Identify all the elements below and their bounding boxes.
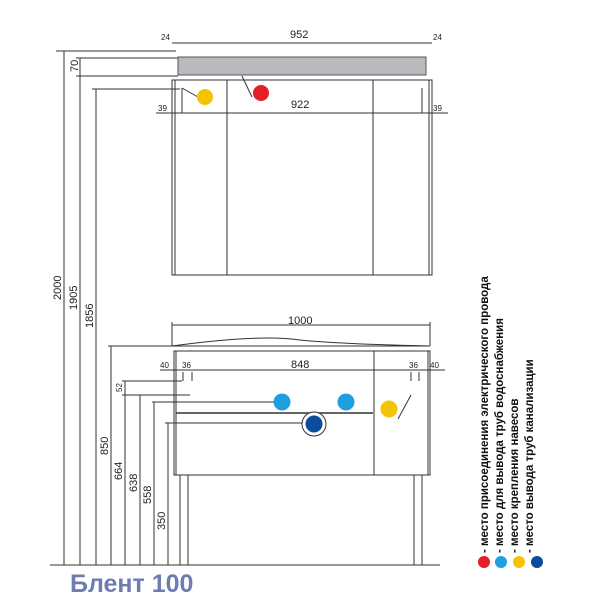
legend-mount: - место крепления навесов: [509, 399, 521, 553]
dim-24-right: 24: [433, 33, 442, 42]
dim-36-left: 36: [182, 361, 191, 370]
dim-952: 952: [290, 29, 308, 41]
legend-yellow-dot: [513, 556, 525, 568]
darkblue-marker-drain: [305, 415, 323, 433]
dim-36-right: 36: [409, 361, 418, 370]
dim-39-right: 39: [433, 104, 442, 113]
legend-lightblue-dot: [495, 556, 507, 568]
legend: - место присоединения электрического про…: [478, 276, 543, 568]
legend-darkblue-dot: [531, 556, 543, 568]
vanity-unit: [160, 322, 445, 566]
mirror-cabinet: [156, 42, 448, 276]
dim-2000: 2000: [52, 276, 64, 300]
legend-drain: - место вывода труб канализации: [524, 359, 536, 553]
dim-558: 558: [142, 486, 154, 504]
dim-922: 922: [291, 99, 309, 111]
dim-40-left: 40: [160, 361, 169, 370]
dim-52: 52: [115, 383, 124, 392]
product-title: Блент 100: [70, 570, 193, 598]
legend-red-dot: [478, 556, 490, 568]
yellow-marker-mount-vanity: [380, 400, 398, 418]
yellow-marker-mount: [197, 89, 213, 105]
legend-electric: - место присоединения электрического про…: [479, 276, 491, 553]
blue-marker-water-left: [273, 393, 291, 411]
red-marker-electric: [253, 85, 269, 101]
dim-40-right: 40: [430, 361, 439, 370]
dim-70: 70: [69, 60, 81, 72]
dim-24-left: 24: [161, 33, 170, 42]
dim-350: 350: [156, 512, 168, 530]
dim-1905: 1905: [68, 286, 80, 310]
blue-marker-water-right: [337, 393, 355, 411]
dim-664: 664: [113, 462, 125, 480]
dim-1856: 1856: [84, 304, 96, 328]
dim-850: 850: [99, 437, 111, 455]
dim-848: 848: [291, 359, 309, 371]
dim-1000: 1000: [288, 315, 312, 327]
legend-water: - место для вывода труб водоснабжения: [494, 318, 506, 553]
height-dimension-lines: [50, 50, 440, 566]
dim-39-left: 39: [158, 104, 167, 113]
dim-638: 638: [128, 474, 140, 492]
